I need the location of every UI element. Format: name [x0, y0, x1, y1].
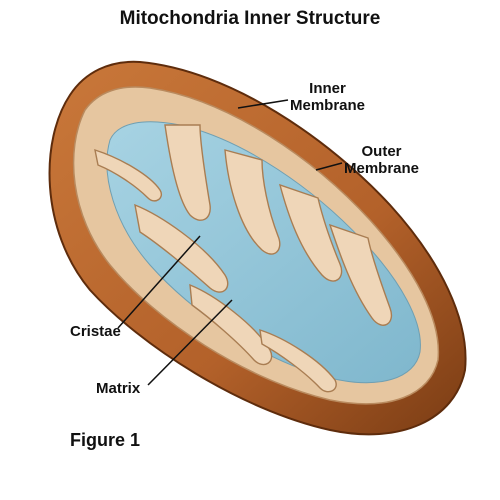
- outer-membrane-label-line1: Outer: [361, 143, 402, 160]
- matrix-leader: [147, 299, 233, 386]
- inner-membrane-label-line1: Inner: [309, 80, 346, 97]
- matrix-label: Matrix: [96, 380, 141, 397]
- figure-caption: Figure 1: [70, 430, 141, 450]
- cristae-folds: [94, 124, 393, 393]
- cristae-label: Cristae: [70, 323, 121, 340]
- cristae-leader: [117, 235, 201, 329]
- inner-membrane-label: Inner Membrane: [290, 80, 365, 114]
- outer-membrane-label: Outer Membrane: [344, 143, 419, 177]
- inner-membrane-label-line2: Membrane: [290, 97, 366, 114]
- outer-membrane-leader: [315, 162, 343, 171]
- leader-lines: [117, 99, 343, 386]
- outer-membrane-label-line2: Membrane: [344, 160, 420, 177]
- inner-membrane-leader: [237, 99, 289, 109]
- diagram-title: Mitochondria Inner Structure: [119, 8, 381, 29]
